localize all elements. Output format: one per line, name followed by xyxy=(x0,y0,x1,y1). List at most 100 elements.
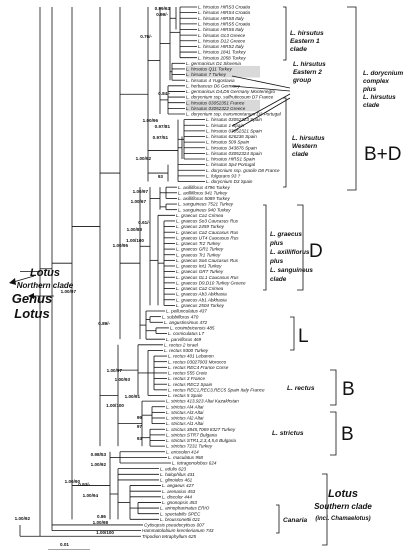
leaf-label: L. hirsutus Q11 Turkey xyxy=(186,67,232,72)
leaf-label: L. hirsutus 7 Turkey xyxy=(186,72,227,77)
support-value: 1.00/98 xyxy=(93,520,109,525)
label-eastern2-l3: group xyxy=(292,77,311,84)
support-values: 0.99/630.99/-0.76/-0.84/-1.00/970.97/511… xyxy=(15,6,171,535)
bracket-d xyxy=(297,204,304,291)
leaf-label: L. fulgurans 93 ? xyxy=(206,174,241,179)
leaf-label: L. strictus Al2 Altai xyxy=(166,416,204,421)
support-value: 1.00/91 xyxy=(125,394,141,399)
leaf-label: L. hirsutus 4 Yugoslavia xyxy=(186,78,235,83)
leaf-label: L. herbaceus D6 Germany xyxy=(186,83,241,88)
section-l: L xyxy=(298,326,309,347)
leaf-label: L. hirsutus HIRS5 Croatia xyxy=(198,21,251,26)
support-value: 1.00/100 xyxy=(126,238,144,243)
leaf-label: L. spectabilis SPEC xyxy=(160,511,201,516)
leaf-label: L. hirsutus HIRS2 Italy xyxy=(198,44,244,49)
leaf-label: L. dorycnium ssp. suffruticosum D7 Franc… xyxy=(186,95,274,100)
tree-branches xyxy=(19,6,205,537)
leaf-label: L. axilliflorus 5089 Turkey xyxy=(178,196,230,201)
bracket-dorycnium xyxy=(347,6,357,191)
leaf-label: L. subbiflorus 470 xyxy=(162,314,199,319)
bracket-l xyxy=(290,316,295,351)
leaf-label: L. strictus Al1 Altai xyxy=(166,421,204,426)
support-value: 99 xyxy=(137,415,143,420)
label-western-l2: Western xyxy=(292,143,317,150)
leaf-label: L. axilliflorus 941 Turkey xyxy=(178,190,228,195)
leaf-label: L. dorycnium ssp. gracile D8 France xyxy=(206,168,280,173)
clade-brackets xyxy=(263,6,357,546)
support-value: 1.00/97 xyxy=(133,189,149,194)
leaf-label: L. conimbricensis 485 xyxy=(170,326,215,331)
leaf-label: L. rectus REC2 Spain xyxy=(168,382,213,387)
leaf-label: L. strictus 7231 Turkey xyxy=(166,444,213,449)
highlight-band xyxy=(186,65,260,78)
label-graecus-l1: L. graecus xyxy=(270,231,302,238)
label-dorycnium-l4: L. hirsutus xyxy=(363,94,396,101)
bracket-strictus xyxy=(330,411,337,456)
label-eastern2-l1: L. hirsutus xyxy=(293,61,326,68)
label-graecus-l5: L. sanguineus xyxy=(270,267,313,274)
leaf-label: L. graecus GR7 Turkey xyxy=(176,269,224,274)
leaf-label: L. pellunculatus 437 xyxy=(166,309,207,314)
support-value: 1.00/67 xyxy=(131,199,147,204)
support-value: 1.00/93 xyxy=(115,377,131,382)
label-graecus-l3: L. axilliflorus xyxy=(270,249,310,256)
leaf-label: L. angustissimus 472 xyxy=(164,320,208,325)
highlight-band xyxy=(186,99,260,112)
leaf-label: L. germanicus D1 Slovenia xyxy=(186,61,241,66)
leaf-label: L. hirsutus 2058 Turkey xyxy=(198,55,246,60)
leaf-label: L. hirsutus Sp4 Portugal xyxy=(206,162,256,167)
leaf-label: L. strictus STR7 Bulgaria xyxy=(166,432,217,437)
leaf-label: L. sanguineus 7521 Turkey xyxy=(178,202,234,207)
bracket-rectus xyxy=(330,369,337,406)
leaf-label: L. rectus 9300 Turkey xyxy=(164,348,209,353)
leaf-label: L. strictus Al4 Altai xyxy=(166,404,204,409)
leaf-label: L. graecus So3 Caucasus Rus xyxy=(176,219,239,224)
support-value: 1.00/100 xyxy=(106,403,124,408)
leaf-label: L. dorycnium ssp. transmontanum D2 Portu… xyxy=(186,112,282,117)
leaf-label: L. hirsutus D12 Greece xyxy=(198,38,246,43)
support-value: 0.99/63 xyxy=(155,6,171,11)
leaf-label: L. eriosolen 414 xyxy=(166,449,199,454)
leaf-label: L. rectus REC1,REC3,REC5 Spain Italy Fra… xyxy=(168,387,265,392)
leaf-label: L. dorycnium D3 Spain xyxy=(206,179,253,184)
support-value: 0.99/- xyxy=(156,12,168,17)
label-dorycnium-l2: complex xyxy=(363,78,389,85)
leaf-label: L. hirsutus 03052324 Spain xyxy=(206,151,262,156)
support-value: 0.89/- xyxy=(98,321,110,326)
leaf-label: L. hirsutus HIRS6 Italy xyxy=(198,27,244,32)
section-b-rectus: B xyxy=(342,379,355,400)
support-value: 0.98/53 xyxy=(91,452,107,457)
leaf-label: L. aegaeus 427 xyxy=(162,483,194,488)
label-genus-l2: Lotus xyxy=(14,306,49,321)
label-western-l1: L. hirsutus xyxy=(292,135,325,142)
leaf-label: L. hirsutus 03052322 Greece xyxy=(186,106,246,111)
label-southern-l1: Lotus xyxy=(328,488,358,500)
support-value: 0.86 xyxy=(97,514,106,519)
label-eastern1-l3: clade xyxy=(290,46,307,53)
leaf-label: Cytisopsis pseudocytisus 007 xyxy=(144,523,205,528)
leaf-label: L. graecus Ab3 Abkhasia xyxy=(176,292,227,297)
leaf-label: L. rectus 2 Israel xyxy=(164,342,199,347)
leaf-label: L. graecus 2459 Turkey xyxy=(176,224,225,229)
label-southern-l3: (incl. Chamaelotus) xyxy=(315,516,370,522)
leaf-label: L. axilliflorus 4796 Turkey xyxy=(178,185,230,190)
leaf-label: L. rectus REC4 France Corse xyxy=(168,365,229,370)
leaf-label: L. parviflorus 469 xyxy=(166,337,202,342)
label-strictus: L. strictus xyxy=(272,430,304,437)
support-value: 97 xyxy=(137,424,143,429)
label-northern-l2: Northern clade xyxy=(17,281,74,290)
leaf-label: L. arinopharinatus ERIO xyxy=(160,506,210,511)
label-graecus-l2: plus xyxy=(269,240,284,247)
support-value: 1.00/95 xyxy=(113,243,129,248)
bracket-western xyxy=(283,97,287,188)
leaf-label: L. hirsutus 1 Spain xyxy=(206,123,244,128)
arrow-eastern2-d xyxy=(231,97,291,133)
support-value: 1.00/94 xyxy=(83,493,99,498)
bracket-graecus xyxy=(263,204,267,291)
leaf-label: L. graecus Int1 Turkey xyxy=(176,264,222,269)
arrow-eastern2-b xyxy=(231,85,291,92)
label-graecus-l4: plus xyxy=(269,258,284,265)
support-value: 0.97/81 xyxy=(155,124,171,129)
arrow-eastern2-c xyxy=(231,93,291,127)
